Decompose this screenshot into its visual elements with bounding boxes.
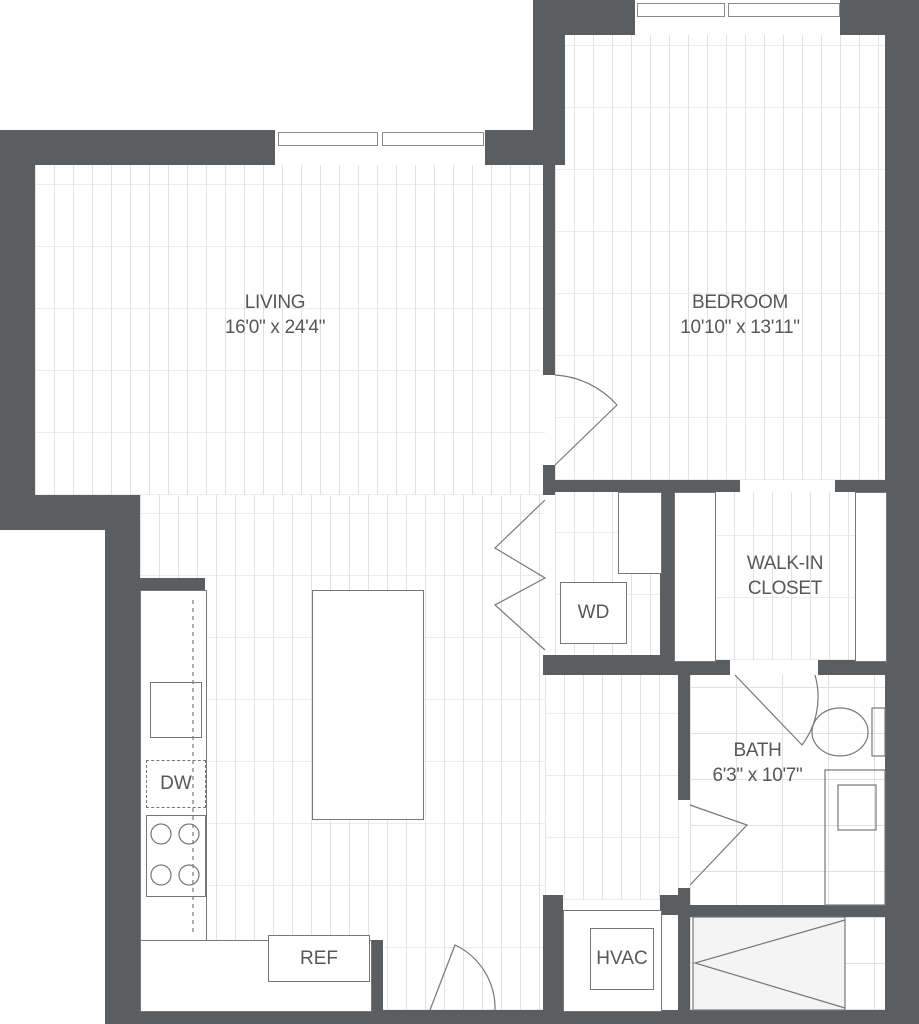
living-floor <box>35 165 545 495</box>
wall <box>0 130 275 165</box>
dishwasher: DW <box>146 760 206 808</box>
closet-shelf <box>674 492 716 662</box>
shower <box>692 916 846 1011</box>
hvac-label: HVAC <box>596 948 648 969</box>
window <box>382 132 484 146</box>
wall <box>543 165 555 375</box>
wall <box>543 655 555 675</box>
bath-label: BATH 6'3" x 10'7" <box>690 738 825 788</box>
bedroom-floor <box>555 35 885 480</box>
toilet-bowl <box>811 707 869 757</box>
closet-floor <box>715 492 855 660</box>
shower-drain-lines <box>692 919 846 1009</box>
ref-label: REF <box>300 947 338 969</box>
closet-name-line1: WALK-IN <box>746 553 824 574</box>
laundry-shelf <box>618 492 662 574</box>
door-swing <box>689 804 749 886</box>
vanity-sink <box>837 784 877 831</box>
refrigerator: REF <box>268 935 370 982</box>
wall <box>370 940 383 1010</box>
window <box>637 3 725 17</box>
dw-label: DW <box>160 773 192 794</box>
wall <box>660 895 690 915</box>
bifold-door <box>493 499 547 651</box>
door-swing <box>734 674 819 746</box>
bedroom-size: 10'10" x 13'11" <box>680 317 800 338</box>
bedroom-name: BEDROOM <box>691 292 789 313</box>
burner <box>178 823 200 845</box>
wall <box>835 480 919 492</box>
bath-name: BATH <box>733 740 782 761</box>
closet-name-line2: CLOSET <box>747 578 823 599</box>
hvac-unit: HVAC <box>590 928 654 990</box>
living-floor-lower <box>140 495 545 1010</box>
wall <box>105 1010 919 1024</box>
toilet-tank <box>871 707 886 757</box>
wall <box>0 130 35 530</box>
kitchen-floor <box>545 670 680 900</box>
washer-dryer: WD <box>560 582 627 644</box>
living-size: 16'0" x 24'4" <box>224 317 326 338</box>
wd-label: WD <box>577 602 610 623</box>
door-swing <box>554 374 618 406</box>
bath-size: 6'3" x 10'7" <box>712 765 803 786</box>
closet-shelf <box>855 492 887 662</box>
window <box>278 132 378 146</box>
vanity <box>824 769 886 906</box>
living-label: LIVING 16'0" x 24'4" <box>190 290 360 340</box>
wall <box>660 492 674 662</box>
bedroom-label: BEDROOM 10'10" x 13'11" <box>640 290 840 340</box>
living-name: LIVING <box>244 292 306 313</box>
wall <box>543 655 678 675</box>
wall <box>678 888 690 1024</box>
burner <box>150 864 172 886</box>
closet-label: WALK-IN CLOSET <box>720 551 850 601</box>
wall <box>690 905 885 917</box>
burner <box>150 823 172 845</box>
wall <box>678 660 690 800</box>
door <box>554 404 618 466</box>
wall <box>140 578 205 590</box>
window <box>728 3 840 17</box>
wall <box>543 895 563 1024</box>
door-swing <box>429 944 496 1011</box>
burner <box>178 864 200 886</box>
wall <box>818 660 919 675</box>
wall <box>885 0 919 1024</box>
wall <box>105 495 140 1024</box>
wall <box>543 480 740 492</box>
wall <box>533 0 635 35</box>
kitchen-island <box>312 590 424 820</box>
